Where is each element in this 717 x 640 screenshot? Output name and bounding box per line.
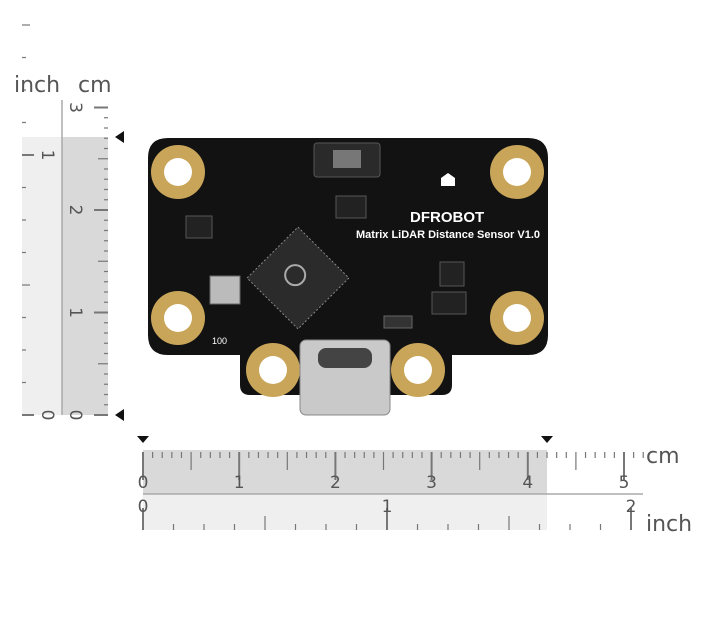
raspberry-logo-icon [284,264,307,287]
brand-label: DFROBOT [410,209,484,226]
horizontal-inch-unit: inch [646,512,692,537]
inch-tick-label: 2 [626,497,637,517]
horizontal-ruler: 0 1 2 3 4 5 0 1 2 cm inch [137,436,692,537]
cm-tick-label: 2 [65,205,85,216]
left-marker-icon [137,436,149,443]
cm-tick-label: 3 [65,102,85,113]
mcu-chip [246,226,350,330]
vertical-cm-unit: cm [78,73,112,98]
mounting-hole-inner [164,304,192,332]
cm-tick-label: 1 [234,473,245,493]
mounting-hole-inner [259,356,287,384]
silk-number: 100 [212,336,227,346]
cm-tick-label: 2 [330,473,341,493]
cm-tick-label: 4 [522,473,533,493]
horizontal-cm-unit: cm [646,444,680,469]
mounting-hole-inner [503,304,531,332]
cm-tick-label: 5 [619,473,630,493]
cm-tick-label: 0 [65,410,85,421]
inch-tick-label: 1 [37,150,57,161]
crystal [209,275,241,305]
cm-tick-label: 3 [426,473,437,493]
dfrobot-logo-icon [441,173,455,186]
vertical-inch-unit: inch [14,73,60,98]
inch-tick-label: 0 [138,497,149,517]
inch-tick-label: 1 [382,497,393,517]
bottom-marker-icon [115,409,124,421]
product-label: Matrix LiDAR Distance Sensor V1.0 [356,229,540,241]
right-marker-icon [541,436,553,443]
top-marker-icon [115,131,124,143]
vertical-ruler: 0 1 2 3 0 1 inch cm [14,24,124,421]
mounting-hole-inner [164,158,192,186]
mounting-hole-inner [404,356,432,384]
sensor-board: DFROBOT Matrix LiDAR Distance Sensor V1.… [148,138,548,416]
mounting-hole-inner [503,158,531,186]
cm-tick-label: 1 [65,307,85,318]
cm-tick-label: 0 [138,473,149,493]
inch-tick-label: 0 [37,410,57,421]
